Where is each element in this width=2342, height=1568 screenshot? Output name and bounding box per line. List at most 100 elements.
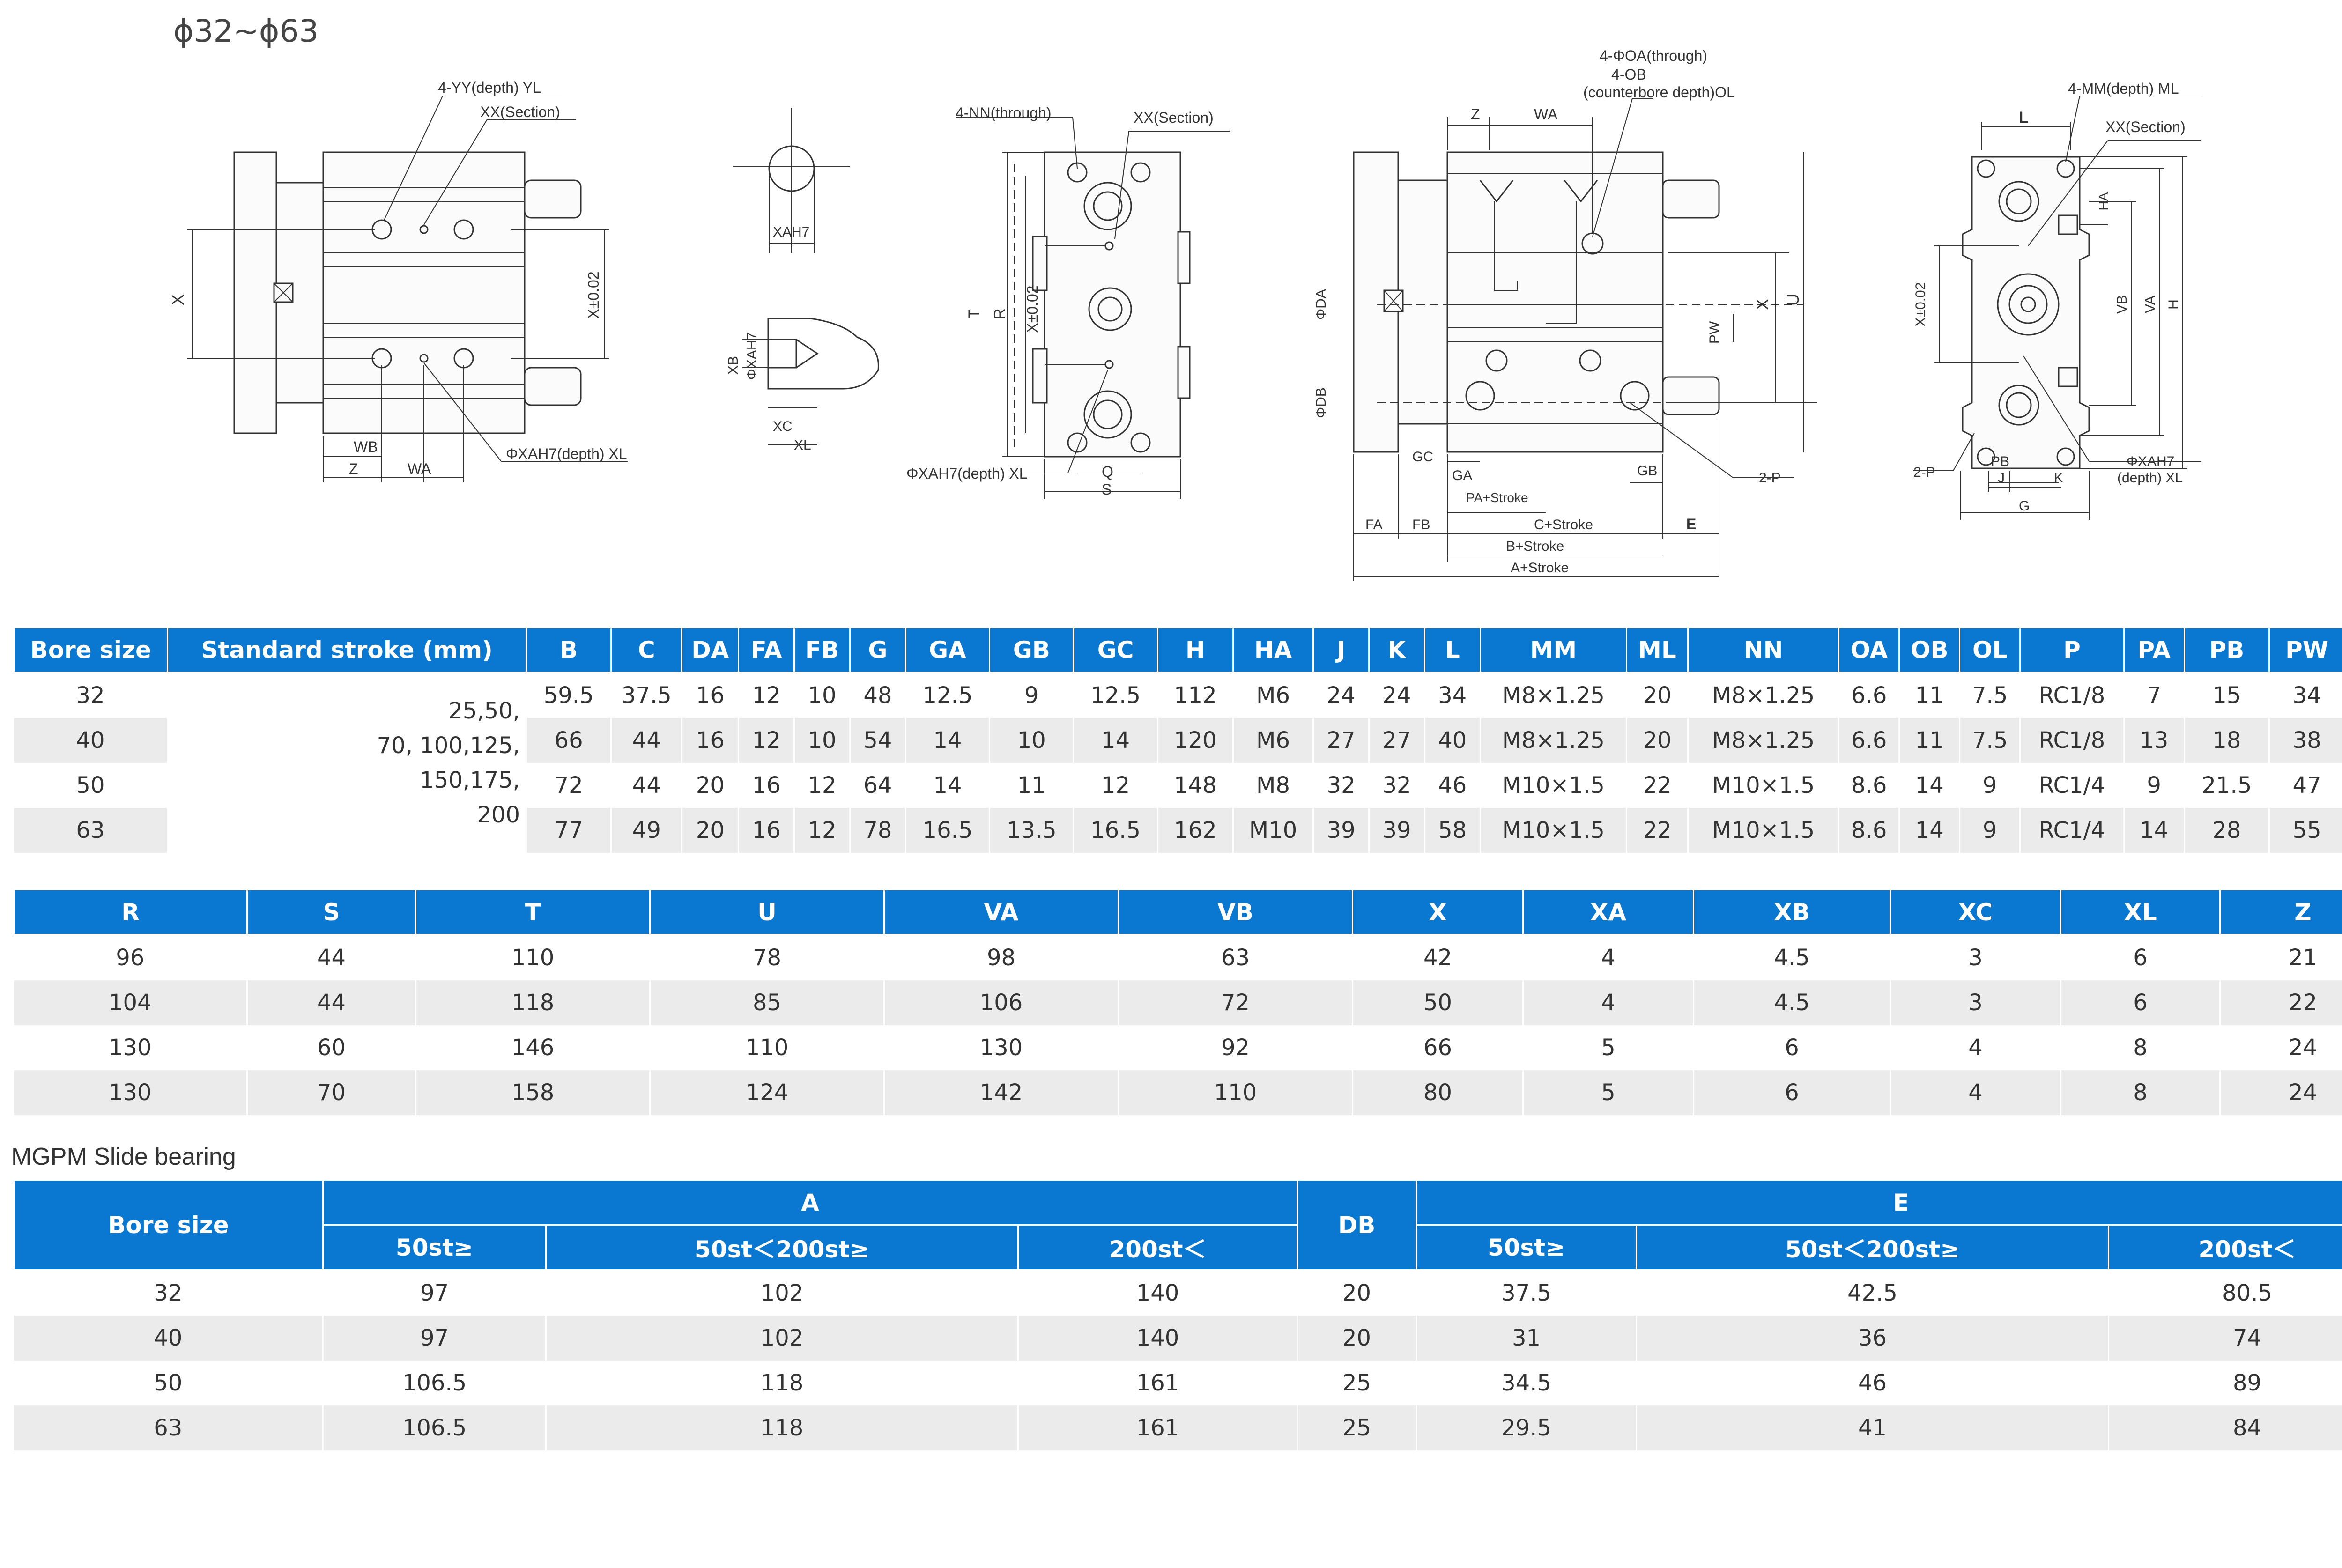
table-cell: 59.5 bbox=[526, 672, 612, 718]
table-cell: 60 bbox=[247, 1025, 416, 1070]
label-gc: GC bbox=[1412, 449, 1433, 465]
label-j: J bbox=[1998, 470, 2005, 486]
label-gb: GB bbox=[1637, 463, 1657, 479]
table-cell: 14 bbox=[2124, 808, 2185, 853]
table-cell: 63 bbox=[1118, 934, 1353, 980]
table-cell: 39 bbox=[1313, 808, 1370, 853]
label-s: S bbox=[1102, 481, 1112, 498]
header-cell: P bbox=[2019, 627, 2125, 673]
table-cell: 24 bbox=[2220, 1070, 2342, 1115]
table-cell: 124 bbox=[650, 1070, 885, 1115]
table-cell: 161 bbox=[1018, 1361, 1298, 1405]
table-cell: 120 bbox=[1157, 718, 1234, 763]
table-cell: 6 bbox=[1693, 1070, 1891, 1115]
label-pw: PW bbox=[1707, 321, 1722, 344]
table-cell: 34.5 bbox=[1416, 1361, 1638, 1405]
table-cell: 37.5 bbox=[611, 672, 683, 718]
label-q: Q bbox=[1102, 463, 1113, 480]
bore-size-cell: 50 bbox=[14, 1361, 324, 1405]
header-cell: G bbox=[849, 627, 906, 673]
table-cell: 161 bbox=[1018, 1405, 1298, 1450]
header-cell: VA bbox=[883, 889, 1119, 935]
table-cell: M10×1.5 bbox=[1480, 763, 1628, 808]
table-cell: 38 bbox=[2269, 718, 2342, 763]
table-cell: 20 bbox=[1626, 718, 1689, 763]
header-cell: XC bbox=[1890, 889, 2061, 935]
table-cell: RC1/4 bbox=[2020, 808, 2125, 853]
table-cell: 106.5 bbox=[323, 1361, 547, 1405]
table-cell: 22 bbox=[1626, 808, 1689, 853]
table-cell: 97 bbox=[323, 1316, 547, 1361]
table-cell: 16.5 bbox=[905, 808, 991, 853]
table-cell: 16 bbox=[682, 718, 740, 763]
table-cell: 112 bbox=[1157, 672, 1234, 718]
table-cell: 6 bbox=[2060, 934, 2221, 980]
table-cell: 4.5 bbox=[1693, 934, 1891, 980]
header-cell: OL bbox=[1959, 627, 2021, 673]
table-cell: 5 bbox=[1523, 1070, 1694, 1115]
table-cell: M8×1.25 bbox=[1480, 718, 1628, 763]
table-cell: 22 bbox=[2220, 980, 2342, 1025]
header-cell: K bbox=[1368, 627, 1425, 673]
table-cell: 13.5 bbox=[989, 808, 1075, 853]
table-cell: 16.5 bbox=[1073, 808, 1158, 853]
label-xa-depth: ΦXAH7(depth) XL bbox=[506, 445, 627, 462]
header-cell: DA bbox=[681, 627, 740, 673]
table-cell: 6.6 bbox=[1838, 672, 1900, 718]
table-cell: 16 bbox=[682, 672, 740, 718]
bore-size-cell: 32 bbox=[14, 672, 169, 718]
header-cell: Z bbox=[2219, 889, 2342, 935]
table-cell: 80 bbox=[1352, 1070, 1524, 1115]
table-cell: 64 bbox=[850, 763, 906, 808]
label-2p-side: 2-P bbox=[1759, 470, 1781, 486]
label-b-stroke: B+Stroke bbox=[1506, 539, 1564, 554]
table-cell: M8×1.25 bbox=[1688, 672, 1840, 718]
table-cell: 20 bbox=[1297, 1270, 1417, 1316]
table-cell: M6 bbox=[1233, 718, 1314, 763]
table-cell: 21.5 bbox=[2184, 763, 2270, 808]
table-cell: RC1/8 bbox=[2020, 718, 2125, 763]
label-pb: PB bbox=[1991, 454, 2009, 469]
table-cell: 148 bbox=[1157, 763, 1234, 808]
table-cell: 44 bbox=[611, 763, 683, 808]
slide-bearing-title: MGPM Slide bearing bbox=[11, 1143, 236, 1170]
header-a-long: 200st＜ bbox=[1017, 1224, 1298, 1271]
header-cell: XB bbox=[1693, 889, 1891, 935]
table-cell: 20 bbox=[1297, 1316, 1417, 1361]
table-cell: 15 bbox=[2184, 672, 2270, 718]
table-cell: 12.5 bbox=[905, 672, 991, 718]
table-cell: 130 bbox=[14, 1025, 248, 1070]
table-cell: 24 bbox=[1313, 672, 1370, 718]
table-cell: 7 bbox=[2124, 672, 2185, 718]
label-counterbore: (counterbore depth)OL bbox=[1583, 84, 1735, 101]
rear-view: 4-MM(depth) ML L XX(Section) HA X±0.02 V… bbox=[1913, 80, 2201, 520]
header-cell: HA bbox=[1232, 627, 1314, 673]
table-cell: 130 bbox=[14, 1070, 248, 1115]
table-cell: 77 bbox=[526, 808, 612, 853]
table-cell: 72 bbox=[1118, 980, 1353, 1025]
slide-bearing-table: Bore size A DB E 50st≥ 50st＜200st≥ 200st… bbox=[13, 1179, 2342, 1450]
table-cell: 140 bbox=[1018, 1316, 1298, 1361]
table-cell: 4 bbox=[1523, 934, 1694, 980]
table-cell: M10×1.5 bbox=[1480, 808, 1628, 853]
table-cell: 7.5 bbox=[1959, 672, 2021, 718]
label-phi-xa: ΦXAH7 bbox=[744, 332, 760, 380]
table-cell: 10 bbox=[794, 718, 851, 763]
label-xl-detail: XL bbox=[794, 437, 811, 453]
label-pa-stroke: PA+Stroke bbox=[1466, 490, 1528, 505]
label-nn: 4-NN(through) bbox=[956, 104, 1052, 121]
label-x-side: X bbox=[1753, 299, 1772, 310]
table-cell: 58 bbox=[1424, 808, 1481, 853]
table-cell: 12.5 bbox=[1073, 672, 1158, 718]
label-db: ΦDB bbox=[1313, 387, 1329, 418]
table-cell: 9 bbox=[989, 672, 1075, 718]
table-cell: 70 bbox=[247, 1070, 416, 1115]
table-cell: 9 bbox=[2124, 763, 2185, 808]
table-cell: 12 bbox=[738, 672, 795, 718]
table-cell: 44 bbox=[611, 718, 683, 763]
table-cell: 66 bbox=[1352, 1025, 1524, 1070]
table-cell: M10×1.5 bbox=[1688, 763, 1840, 808]
table-cell: 44 bbox=[247, 934, 416, 980]
